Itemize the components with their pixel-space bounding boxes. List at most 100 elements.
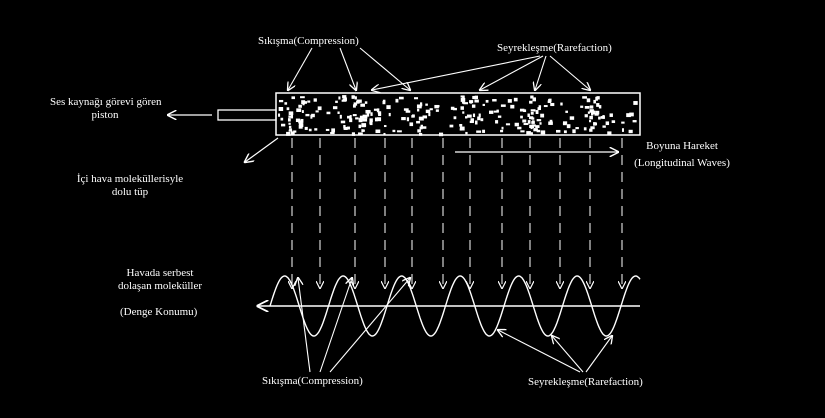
molecule	[376, 108, 380, 113]
piston-label-line1: Ses kaynağı görevi gören	[50, 96, 162, 108]
molecule	[470, 118, 474, 122]
molecule	[529, 100, 533, 104]
molecule	[536, 119, 542, 122]
molecule	[284, 102, 288, 105]
molecule	[539, 122, 542, 125]
molecule	[569, 116, 575, 120]
molecule	[450, 106, 455, 110]
molecule	[411, 115, 415, 118]
molecule	[528, 116, 534, 120]
molecule	[589, 128, 593, 132]
air-molecules	[278, 95, 638, 137]
molecule	[596, 96, 600, 100]
molecule	[287, 118, 291, 122]
molecule	[629, 112, 634, 117]
molecule	[459, 123, 463, 127]
molecule	[308, 128, 312, 132]
longitudinal-label-line2: (Longitudinal Waves)	[634, 157, 730, 169]
molecule	[587, 111, 590, 114]
longitudinal-label: Boyuna Hareket (Longitudinal Waves)	[617, 140, 747, 170]
molecule	[378, 113, 382, 117]
molecule	[543, 105, 548, 108]
molecule	[478, 113, 481, 118]
molecule	[388, 112, 391, 117]
molecule	[346, 126, 350, 130]
molecule	[376, 117, 382, 122]
molecule	[358, 124, 362, 129]
molecule	[357, 132, 363, 136]
molecule	[605, 121, 610, 126]
molecule	[288, 111, 294, 115]
molecule	[568, 124, 571, 128]
molecule	[589, 115, 593, 120]
molecule	[626, 113, 631, 118]
molecule	[474, 99, 479, 103]
molecule	[401, 117, 406, 121]
molecule	[383, 125, 387, 128]
molecule	[286, 107, 290, 111]
molecule	[530, 132, 533, 136]
molecule	[397, 130, 402, 133]
molecule	[362, 118, 368, 122]
molecule	[471, 104, 476, 108]
molecule	[602, 125, 606, 128]
molecule	[298, 124, 303, 129]
molecule	[289, 128, 292, 131]
molecule	[595, 110, 600, 115]
molecule	[459, 126, 465, 131]
molecule	[395, 98, 399, 103]
molecule	[418, 116, 424, 121]
molecule	[535, 125, 540, 128]
molecule	[425, 109, 431, 114]
molecule	[493, 110, 499, 113]
molecule	[461, 101, 465, 104]
molecule	[374, 117, 378, 122]
molecule	[466, 114, 472, 118]
molecule	[523, 109, 527, 113]
molecule	[416, 104, 422, 109]
molecule	[532, 97, 537, 102]
molecule	[540, 113, 545, 118]
tube-arrow	[245, 137, 279, 162]
molecule	[361, 125, 366, 128]
molecule	[472, 113, 476, 118]
molecule	[339, 114, 342, 119]
molecule	[301, 110, 304, 114]
molecule	[575, 127, 579, 130]
molecule	[465, 116, 468, 119]
molecule	[530, 95, 534, 99]
molecule	[406, 117, 410, 122]
molecule	[607, 131, 612, 135]
tube-label-line2: dolu tüp	[111, 186, 149, 198]
molecule	[549, 119, 553, 123]
molecule	[351, 95, 355, 98]
molecule	[563, 130, 567, 134]
molecule	[492, 99, 497, 102]
molecule	[429, 108, 433, 111]
molecule	[438, 132, 444, 137]
molecule	[281, 123, 286, 127]
molecule	[460, 95, 465, 98]
molecule	[596, 112, 599, 116]
molecule	[598, 116, 601, 120]
molecule	[353, 102, 358, 106]
molecule	[556, 129, 561, 133]
molecule	[472, 95, 477, 100]
molecule	[370, 112, 373, 116]
molecule	[540, 130, 546, 135]
molecule	[315, 110, 319, 113]
molecule	[482, 129, 486, 133]
molecule	[500, 129, 504, 133]
molecule	[474, 95, 479, 100]
molecule	[590, 126, 595, 130]
molecule	[501, 126, 504, 130]
molecule	[288, 115, 292, 118]
molecule	[416, 120, 421, 124]
molecule	[469, 100, 474, 104]
molecule	[307, 100, 311, 103]
transverse-wave-curve	[269, 275, 641, 337]
molecule	[530, 126, 533, 130]
molecule	[417, 108, 420, 112]
longitudinal-label-line1: Boyuna Hareket	[646, 140, 718, 152]
molecule	[460, 106, 464, 110]
